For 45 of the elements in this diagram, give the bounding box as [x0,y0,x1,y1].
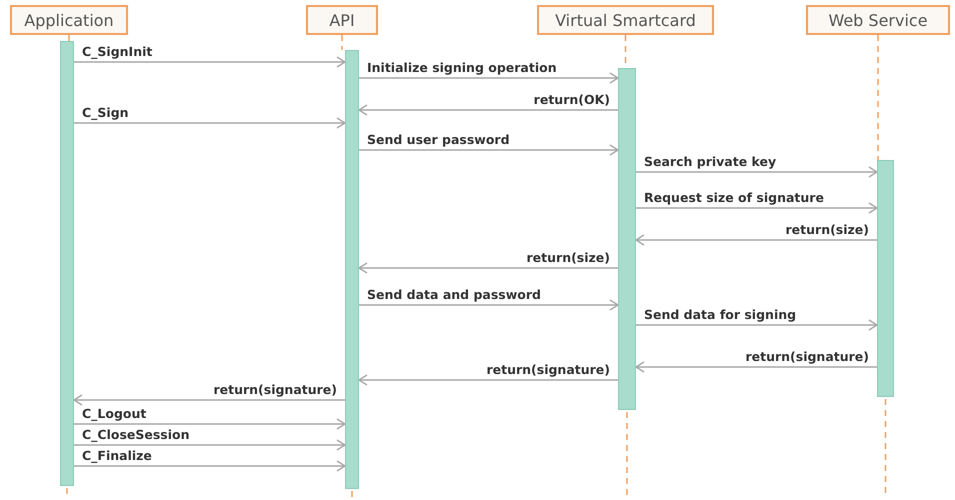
message-arrow [635,234,877,246]
message-label: return(size) [526,250,610,265]
message-label: return(signature) [486,362,610,377]
message-arrow [74,56,346,68]
message-label: return(signature) [745,349,869,364]
message-arrow [74,439,346,451]
message-label: return(OK) [534,92,610,107]
message-label: Send data for signing [644,307,796,322]
message-arrow [359,144,619,156]
message-label: C_Finalize [82,448,152,463]
message-arrow [636,166,878,178]
participant-box: Application [10,5,128,35]
lifeline [341,35,343,50]
message-label: C_Logout [82,406,146,421]
activation-bar [877,160,894,397]
message-arrow [73,394,345,406]
message-label: C_Sign [82,105,129,120]
message-arrow [359,299,619,311]
message-label: Send data and password [367,287,541,302]
message-label: Search private key [644,154,776,169]
message-arrow [636,319,878,331]
message-arrow [358,104,618,116]
activation-bar [618,68,636,410]
message-label: Initialize signing operation [367,60,557,75]
message-label: Send user password [367,132,510,147]
message-arrow [359,72,619,84]
participant-box: Virtual Smartcard [537,5,714,35]
message-arrow [636,202,878,214]
lifeline [877,35,879,160]
message-arrow [74,460,346,472]
message-arrow [635,361,877,373]
message-label: return(size) [786,222,869,237]
message-label: return(signature) [213,382,337,397]
activation-bar [60,41,74,486]
message-label: C_CloseSession [82,427,190,442]
message-label: C_SignInit [82,44,152,59]
message-label: Request size of signature [644,190,824,205]
participant-box: API [306,5,378,35]
message-arrow [358,374,618,386]
participant-box: Web Service [806,5,950,35]
message-arrow [74,117,346,129]
message-arrow [74,418,346,430]
lifeline [68,35,70,41]
activation-bar [345,50,359,489]
message-arrow [358,262,618,274]
